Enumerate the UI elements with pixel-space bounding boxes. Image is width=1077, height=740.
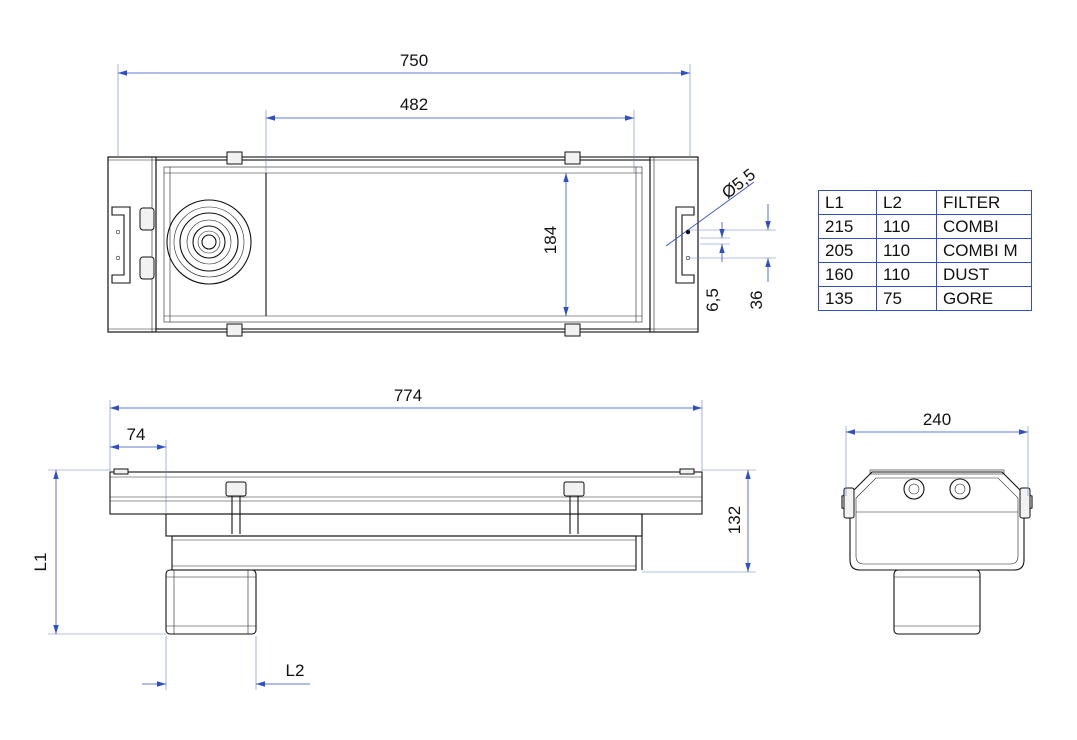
table-cell: 205 [818, 238, 877, 263]
dim-l1-label: L1 [31, 553, 50, 572]
nut-right [949, 478, 971, 500]
table-header-filter: FILTER [936, 190, 1032, 215]
table-row: 205 110 COMBI M [818, 238, 1032, 263]
dim-774-label: 774 [394, 386, 422, 405]
dim-184-label: 184 [541, 226, 560, 254]
table-cell: 75 [876, 286, 937, 311]
dim-750-label: 750 [400, 51, 428, 70]
table-cell: 110 [876, 262, 937, 287]
dim-l2-label: L2 [286, 661, 305, 680]
table-cell: COMBI M [936, 238, 1032, 263]
dim-6-5-label: 6,5 [703, 288, 722, 312]
table-cell: DUST [936, 262, 1032, 287]
table-cell: 160 [818, 262, 877, 287]
table-cell: GORE [936, 286, 1032, 311]
dim-hole-label: Ø5,5 [718, 165, 759, 203]
table-cell: 215 [818, 214, 877, 239]
dim-132-label: 132 [725, 506, 744, 534]
table-row: 135 75 GORE [818, 286, 1032, 311]
table-row: 215 110 COMBI [818, 214, 1032, 239]
top-view: 750 482 184 Ø5,5 6,5 36 [107, 51, 776, 337]
clip-right [563, 481, 585, 534]
outlet-port [166, 199, 252, 285]
table-header-row: L1 L2 FILTER [818, 190, 1032, 215]
table-header-l1: L1 [818, 190, 877, 215]
end-view: 240 [841, 410, 1033, 635]
clip-left [225, 481, 247, 534]
dim-74-label: 74 [127, 425, 146, 444]
filter-body [165, 569, 257, 635]
filter-spec-table: L1 L2 FILTER 215 110 COMBI 205 110 COMBI… [818, 190, 1032, 311]
table-row: 160 110 DUST [818, 262, 1032, 287]
dim-240-label: 240 [923, 410, 951, 429]
nut-left [903, 478, 925, 500]
dim-482-label: 482 [400, 95, 428, 114]
table-header-l2: L2 [876, 190, 937, 215]
side-view: 774 74 132 L1 L2 [31, 386, 756, 690]
table-cell: 110 [876, 214, 937, 239]
table-cell: COMBI [936, 214, 1032, 239]
dim-36-label: 36 [747, 291, 766, 310]
table-cell: 110 [876, 238, 937, 263]
table-cell: 135 [818, 286, 877, 311]
